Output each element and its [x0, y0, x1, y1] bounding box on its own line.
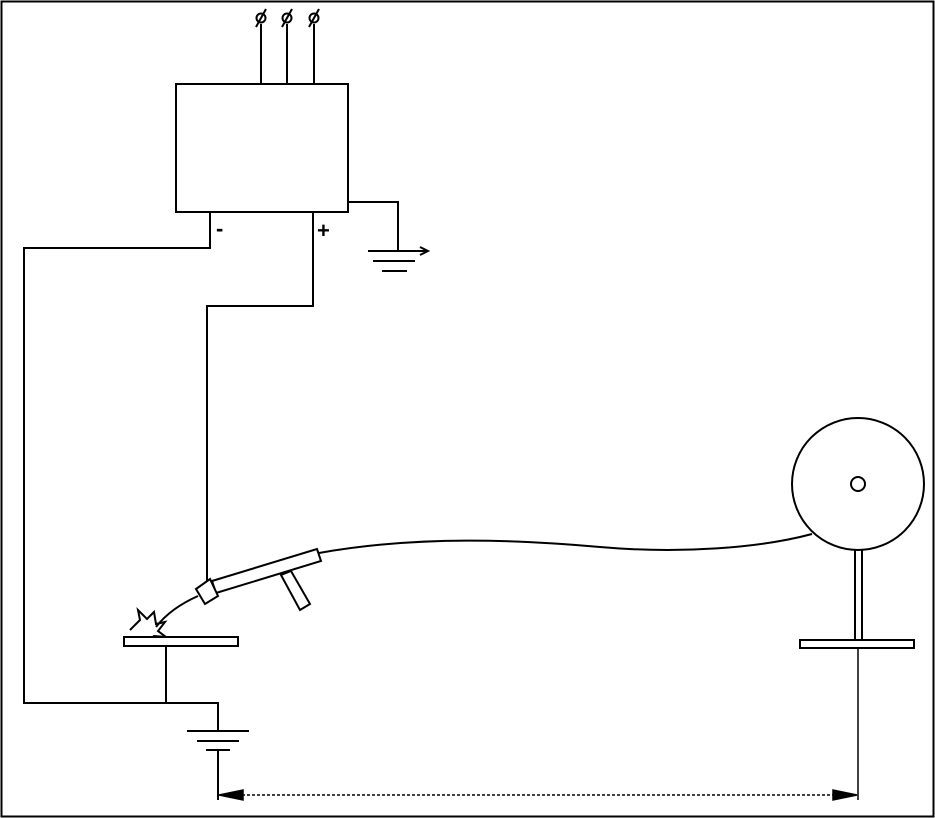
supply-terminal-2-icon — [281, 12, 293, 24]
welding-torch — [155, 547, 323, 628]
supply-terminal-1-slash — [255, 8, 267, 28]
power-source-box — [175, 83, 349, 213]
dimension-arrow-left-icon — [218, 789, 244, 801]
supply-terminal-1-icon — [255, 12, 267, 24]
machine-ground-wire — [348, 201, 399, 250]
workpiece-plate — [123, 636, 239, 647]
torch-trigger-handle — [279, 569, 312, 612]
workpiece-ground-wire — [166, 702, 219, 730]
wire-spool-hub-icon — [850, 476, 866, 492]
ground-icon-arrow — [419, 246, 431, 256]
positive-terminal-label: + — [317, 218, 330, 243]
torch-nozzle-icon — [194, 577, 220, 606]
wire-spool — [791, 417, 925, 649]
distance-dimension — [218, 648, 859, 801]
supply-terminal-3-icon — [308, 12, 320, 24]
negative-terminal-label: - — [216, 216, 223, 241]
dimension-arrow-right-icon — [832, 789, 858, 801]
torch-body — [210, 547, 323, 595]
positive-electrode-lead — [206, 212, 314, 583]
three-phase-supply-inputs — [255, 8, 320, 84]
wire-feed-cable — [318, 533, 813, 554]
negative-work-lead — [23, 212, 211, 704]
spool-stand-base — [799, 639, 915, 649]
machine-ground — [348, 201, 431, 272]
workpiece-ground-icon — [187, 730, 249, 800]
supply-terminal-2-slash — [281, 8, 293, 28]
supply-terminal-3-slash — [308, 8, 320, 28]
